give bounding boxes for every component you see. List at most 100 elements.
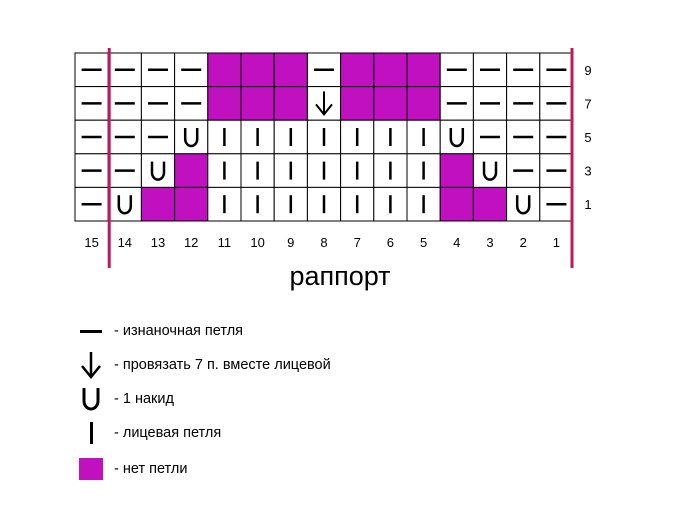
chart-cell [273,52,308,88]
column-number: 3 [486,235,493,250]
chart-cell [506,153,541,188]
chart-cell [273,186,308,222]
chart-cell [174,186,209,222]
chart-cell [207,86,242,121]
chart-cell [174,153,209,188]
chart-cell [373,153,408,188]
chart-cell [472,119,508,155]
column-number: 8 [320,235,327,250]
legend-label: - 1 накид [114,391,174,407]
chart-cell [373,52,408,88]
chart-cell [406,186,441,222]
chart-cell [273,119,308,155]
chart-cell [539,119,574,155]
chart-cell [340,52,375,88]
chart-cell [74,119,109,155]
chart-cell [306,119,342,155]
column-number: 5 [420,235,427,250]
chart-cell [439,119,474,155]
chart-cell [373,186,408,222]
chart-cell [107,186,142,222]
chart-cell [74,52,109,88]
chart-cell [140,86,176,121]
no-stitch-icon [78,454,104,484]
decrease-arrow-icon [78,350,104,380]
chart-cell [240,186,275,222]
chart-cell [373,119,408,155]
chart-cell [539,52,574,88]
legend-label: - лицевая петля [114,425,222,441]
legend: - изнаночная петля - провязать 7 п. вмес… [78,314,498,486]
chart-cell [439,52,474,88]
chart-cell [240,119,275,155]
chart-cell [340,153,375,188]
chart-cell [506,186,541,222]
chart-cell [406,52,441,88]
chart-cell [439,186,474,222]
chart-cell [140,119,176,155]
legend-label: - нет петли [114,461,188,477]
chart-cell [306,153,342,188]
chart-cell [207,153,242,188]
chart-cell [406,153,441,188]
legend-label: - изнаночная петля [114,323,244,339]
chart-cell [539,153,574,188]
chart-cell [207,119,242,155]
column-number: 1 [553,235,560,250]
chart-cell [506,86,541,121]
chart-cell [74,186,109,222]
row-number: 3 [584,164,591,179]
chart-cell [107,52,142,88]
column-number: 14 [118,235,132,250]
chart-cell [140,52,176,88]
legend-label: - провязать 7 п. вместе лицевой [114,357,331,373]
chart-cell [174,86,209,121]
chart-cell [207,52,242,88]
legend-item-no-stitch: - нет петли [78,452,498,486]
chart-cell [439,153,474,188]
column-number: 13 [151,235,165,250]
purl-icon [78,316,104,346]
row-number: 7 [584,96,591,111]
chart-cell [373,86,408,121]
chart-cell [539,186,574,222]
chart-cell [439,86,474,121]
column-number: 7 [354,235,361,250]
chart-cell [472,86,508,121]
chart-cell [340,119,375,155]
chart-cell [340,86,375,121]
chart-cell [273,86,308,121]
chart-cell [539,86,574,121]
chart-cell [306,186,342,222]
chart-cell [107,119,142,155]
chart-cell [472,52,508,88]
column-number: 10 [250,235,264,250]
chart-cell [506,52,541,88]
chart-cell [472,153,508,188]
chart-cell [472,186,508,222]
chart-cell [107,86,142,121]
column-number: 6 [387,235,394,250]
chart-cell [140,186,176,222]
column-number: 4 [453,235,460,250]
chart-cell [74,86,109,121]
chart-cell [506,119,541,155]
column-number: 2 [520,235,527,250]
repeat-label: раппорт [289,261,390,291]
chart-cell [240,86,275,121]
chart-cell [273,153,308,188]
chart-cell [306,52,342,88]
column-number: 11 [218,235,232,250]
chart-cell [306,86,342,121]
chart-cell [240,52,275,88]
column-number: 15 [84,235,98,250]
knit-icon [78,418,104,448]
chart-cell [406,119,441,155]
chart-cell [107,153,142,188]
column-number: 9 [287,235,294,250]
legend-item-purl: - изнаночная петля [78,314,498,348]
chart-cell [340,186,375,222]
chart-cell [406,86,441,121]
chart-cell [174,52,209,88]
